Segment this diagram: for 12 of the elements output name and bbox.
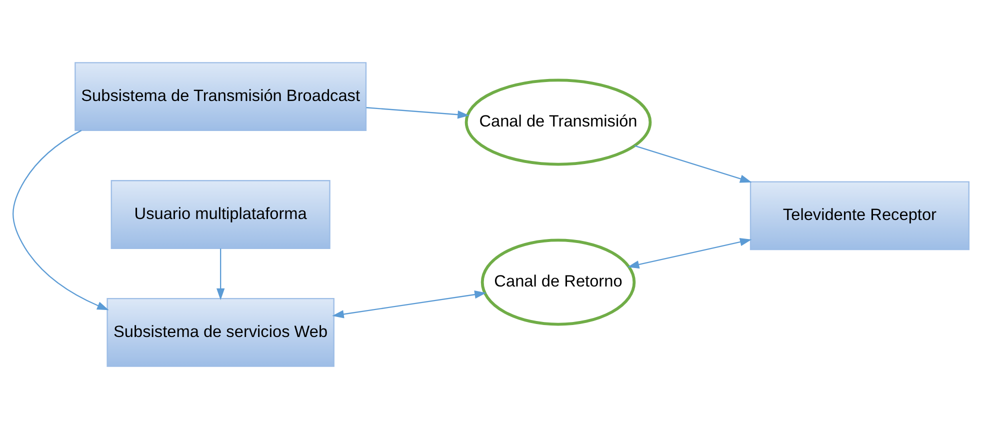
arrow <box>216 248 225 300</box>
arrow <box>332 290 486 318</box>
arrow <box>634 144 752 182</box>
node-ellipse: Canal de Transmisión <box>464 78 652 166</box>
arrow <box>627 238 752 268</box>
arrow <box>12 129 109 310</box>
node-box: Usuario multiplataforma <box>110 180 330 248</box>
node-ellipse: Canal de Retorno <box>480 238 636 326</box>
node-box: Televidente Receptor <box>750 180 970 250</box>
arrow <box>366 106 470 118</box>
node-box: Subsistema de servicios Web <box>106 298 334 366</box>
node-box: Subsistema de Transmisión Broadcast <box>74 62 367 130</box>
